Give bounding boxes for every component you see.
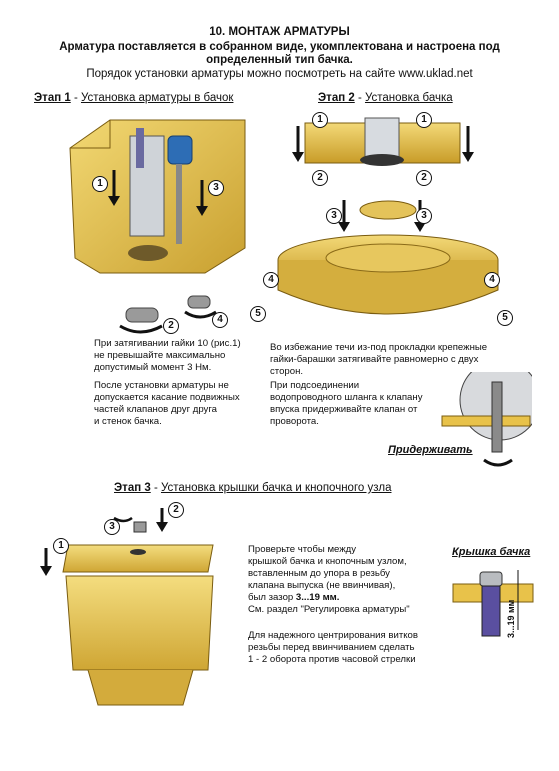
stage3-note-2: Для надежного центрирования витков резьб… [248, 630, 418, 666]
step-1-marker: 1 [53, 538, 69, 554]
stage1-note-2-line: После установки арматуры не [94, 380, 229, 391]
stage1-note-2-line: допускается касание подвижных [94, 392, 240, 403]
stage1-dash: - [70, 92, 81, 104]
step-2-marker: 2 [163, 318, 179, 334]
stage3-label: Этап 3 [114, 482, 151, 494]
step-3-marker: 3 [104, 519, 120, 535]
stage2-note-2-line: При подсоединении [270, 380, 360, 391]
step-2-marker: 2 [312, 170, 328, 186]
step-1-marker: 1 [312, 112, 328, 128]
lid-label: Крышка бачка [452, 546, 531, 558]
stage2-note-2: При подсоединении водопроводного шланга … [270, 380, 423, 428]
dim-label: 3...19 мм [506, 599, 516, 638]
header-line-1: Арматура поставляется в собранном виде, … [59, 41, 500, 53]
stage2-illustration [277, 117, 499, 315]
step-5-marker: 5 [250, 306, 266, 322]
stage2-desc: Установка бачка [364, 92, 453, 104]
stage3-see-section: См. раздел "Регулировка арматуры" [248, 604, 410, 615]
stage2-dash: - [354, 92, 365, 104]
stage3-note-2-line: 1 - 2 оборота против часовой стрелки [248, 654, 416, 665]
page-title: 10. МОНТАЖ АРМАТУРЫ [209, 26, 350, 38]
stage3-note-2-line: Для надежного центрирования витков [248, 630, 418, 641]
stage3-dash: - [150, 482, 161, 494]
stage2-note-1: Во избежание течи из-под прокладки крепе… [270, 342, 487, 378]
step-1-marker: 1 [92, 176, 108, 192]
step-5-marker: 5 [497, 310, 513, 326]
stage1-note-2-line: частей клапанов друг друга [94, 404, 217, 415]
step-2-marker: 2 [168, 502, 184, 518]
stage1-note-2-line: и стенок бачка. [94, 416, 162, 427]
stage1-note-1-line: При затягивании гайки 10 (рис.1) [94, 338, 241, 349]
stage1-desc: Установка арматуры в бачок [80, 92, 234, 104]
stage2-note-2-line: водопроводного шланга к клапану [270, 392, 423, 403]
stage3-heading: Этап 3 - Установка крышки бачка и кнопоч… [114, 482, 391, 494]
stage3-note-1-line: вставленным до упора в резьбу [248, 568, 390, 579]
stage2-note-2-line: проворота. [270, 416, 319, 427]
stage3-note-1: Проверьте чтобы между крышкой бачка и кн… [248, 544, 410, 616]
step-3-marker: 3 [208, 180, 224, 196]
stage1-heading: Этап 1 - Установка арматуры в бачок [34, 92, 233, 104]
stage2-note-1-line: гайки-барашки затягивайте равномерно с д… [270, 354, 479, 365]
stage1-note-1-line: допустимый момент 3 Нм. [94, 362, 212, 373]
step-2-marker: 2 [416, 170, 432, 186]
header-line-3: Порядок установки арматуры можно посмотр… [86, 68, 473, 80]
dim-label-box: 3...19 мм [506, 582, 520, 642]
stage3-desc: Установка крышки бачка и кнопочного узла [160, 482, 392, 494]
stage2-note-1-line: Во избежание течи из-под прокладки крепе… [270, 342, 488, 353]
stage2-note-2-line: впуска придерживайте клапан от [270, 404, 418, 415]
stage3-note-1-line: Проверьте чтобы между [248, 544, 357, 555]
header-line-2: определенный тип бачка. [206, 54, 353, 66]
stage1-illustration [69, 119, 246, 334]
stage3-note-1-line: крышкой бачка и кнопочным узлом, [248, 556, 407, 567]
stage3-illustration [40, 508, 214, 706]
gap-prefix: был зазор [248, 592, 296, 603]
step-3-marker: 3 [416, 208, 432, 224]
step-3-marker: 3 [326, 208, 342, 224]
step-4-marker: 4 [263, 272, 279, 288]
hold-valve-illustration [441, 372, 532, 467]
stage1-label: Этап 1 [34, 92, 71, 104]
stage3-note-1-line: клапана выпуска (не ввинчивая), [248, 580, 396, 591]
stage2-label: Этап 2 [318, 92, 355, 104]
gap-value: 3...19 мм. [295, 592, 340, 603]
stage3-gap-line: был зазор 3...19 мм. [248, 592, 410, 604]
lid-gap-illustration [452, 570, 534, 637]
step-4-marker: 4 [484, 272, 500, 288]
hold-label: Придерживать [388, 444, 473, 456]
step-4-marker: 4 [212, 312, 228, 328]
step-1-marker: 1 [416, 112, 432, 128]
stage1-note-1-line: не превышайте максимально [94, 350, 226, 361]
stage3-note-2-line: резьбы перед ввинчиванием сделать [248, 642, 415, 653]
stage1-note-1: При затягивании гайки 10 (рис.1) не прев… [94, 338, 241, 374]
stage1-note-2: После установки арматуры не допускается … [94, 380, 240, 428]
stage2-note-1-line: сторон. [270, 366, 304, 377]
stage2-heading: Этап 2 - Установка бачка [318, 92, 453, 104]
